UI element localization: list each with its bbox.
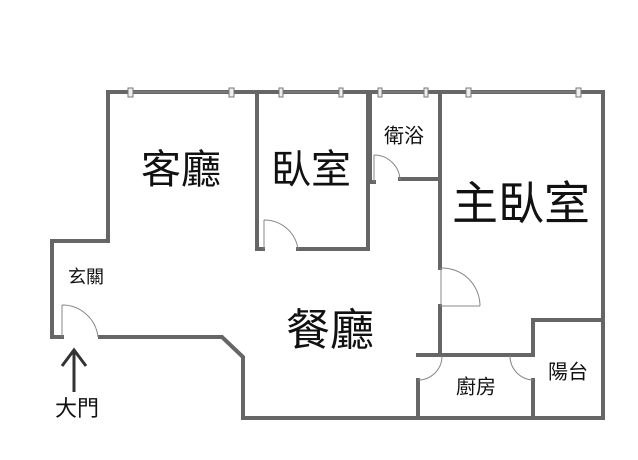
doors [61,154,534,381]
room-label-bedroom: 臥室 [271,147,351,193]
entrance-label: 大門 [55,397,99,422]
room-label-kitchen: 廚房 [456,375,496,399]
walls [50,90,605,420]
room-label-bathroom: 衛浴 [384,124,424,148]
room-label-living: 客廳 [141,147,221,193]
room-label-balcony: 陽台 [548,360,588,384]
room-label-foyer: 玄關 [68,267,104,288]
arrow-up-icon [60,347,88,392]
room-label-dining: 餐廳 [286,305,374,356]
windows [127,87,582,98]
room-label-master-bedroom: 主臥室 [452,177,590,231]
